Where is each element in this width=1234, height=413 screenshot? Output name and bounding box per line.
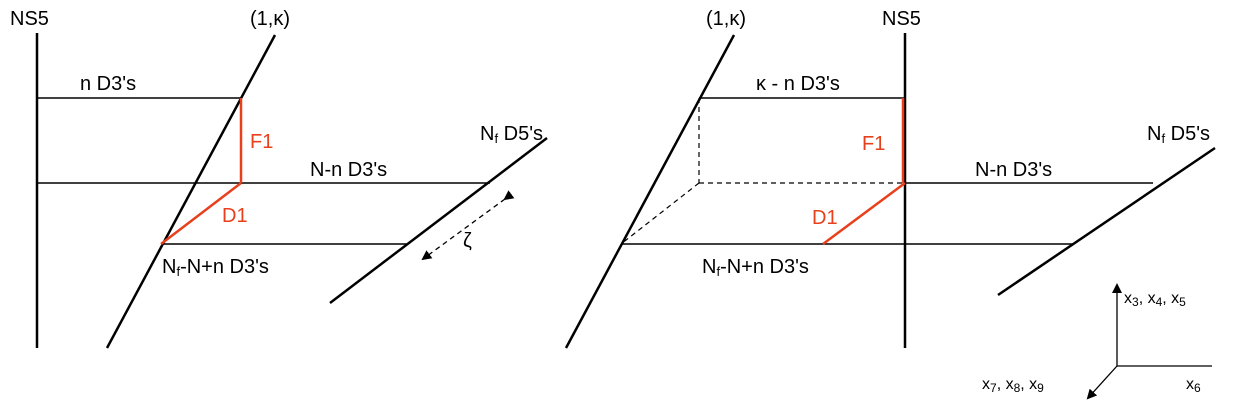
right-f1-label: F1 — [862, 133, 885, 155]
right-dashed-diagonal — [620, 182, 700, 245]
left-ns5-label: NS5 — [10, 8, 49, 30]
left-d5-brane-label: (1,ĸ) — [250, 8, 290, 30]
right-d5-brane-label: (1,ĸ) — [706, 8, 746, 30]
right-d1-label: D1 — [812, 207, 838, 229]
right-nf-d5-label: Nf D5's — [1147, 123, 1210, 146]
right-mid-d3-label: N-n D3's — [975, 159, 1052, 181]
axis-diag-arrow — [1086, 365, 1118, 400]
left-bottom-d3-label: Nf-N+n D3's — [162, 256, 269, 279]
left-top-d3-label: n D3's — [80, 73, 136, 95]
left-zeta-arrow — [421, 190, 515, 261]
right-top-d3-label: ĸ - n D3's — [756, 73, 840, 95]
left-configuration: NS5 (1,ĸ) Nf D5's n D3's N-n D3's Nf-N+n… — [10, 8, 548, 349]
right-bottom-d3-label: Nf-N+n D3's — [702, 256, 809, 279]
right-ns5-label: NS5 — [882, 8, 921, 30]
left-mid-d3-label: N-n D3's — [310, 159, 387, 181]
right-d5-brane-line — [564, 34, 736, 349]
left-f1-label: F1 — [250, 131, 273, 153]
right-configuration: (1,ĸ) NS5 Nf D5's ĸ - n D3's N-n D3's Nf… — [564, 8, 1216, 349]
left-zeta-label: ζ — [463, 230, 472, 252]
axis-right-label: x6 — [1186, 376, 1201, 395]
left-d1-label: D1 — [222, 205, 248, 227]
left-nf-d5-label: Nf D5's — [480, 123, 543, 146]
axis-up-label: x3, x4, x5 — [1124, 290, 1186, 309]
left-d1-string — [160, 182, 242, 245]
right-nf-d5-line — [997, 146, 1216, 297]
axis-diag-label: x7, x8, x9 — [982, 376, 1044, 395]
coordinate-axes: x3, x4, x5 x6 x7, x8, x9 — [982, 283, 1212, 400]
left-d5-brane-line — [105, 34, 277, 349]
right-d1-string — [822, 181, 906, 246]
